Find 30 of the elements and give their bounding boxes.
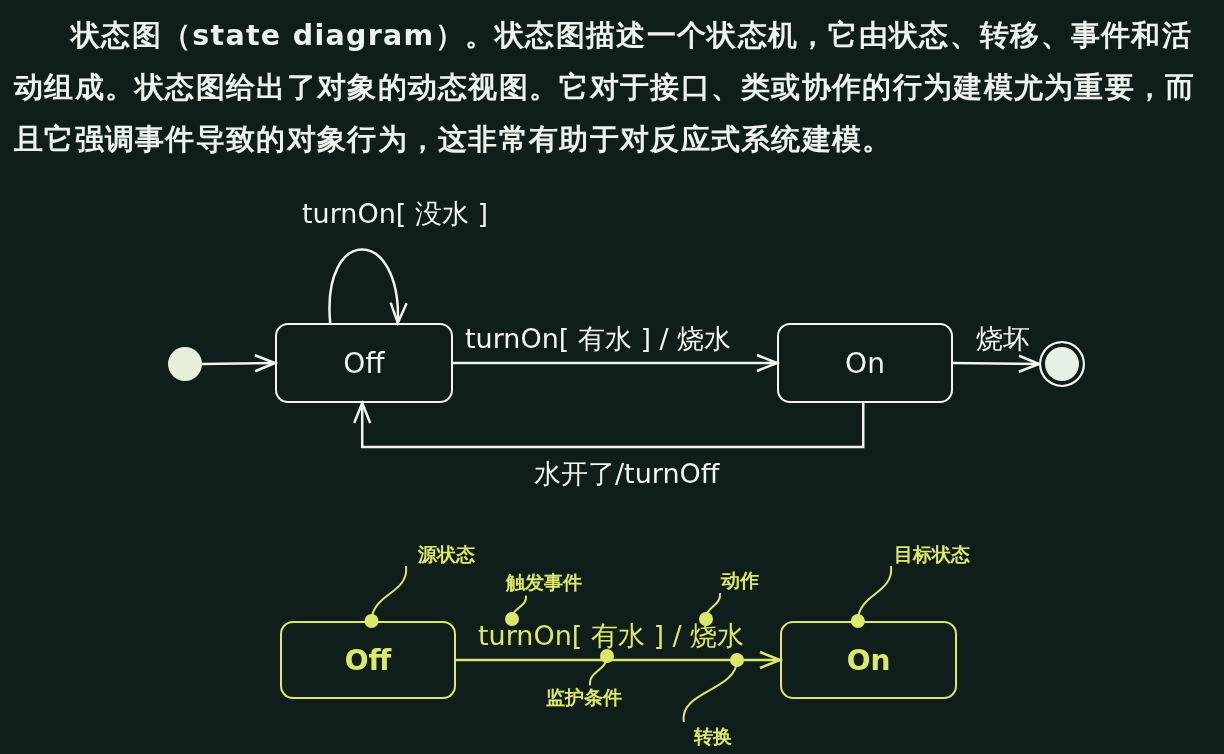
transition-arrow [202, 354, 277, 373]
transition-arrow [352, 401, 865, 449]
leader-line [364, 565, 408, 628]
leader-line [589, 649, 614, 687]
edge-label: turnOn[ 没水 ] [301, 198, 490, 230]
callout-label: 转换 [682, 722, 744, 752]
edge-label: 烧坏 [975, 323, 1031, 355]
transition-arrow [328, 248, 407, 325]
leader-line [682, 653, 744, 723]
transition-arrow [456, 650, 782, 670]
callout-label: 监护条件 [534, 684, 634, 712]
edge-label: turnOn[ 有水 ] / 烧水 [477, 620, 746, 652]
edge-label: turnOn[ 有水 ] / 烧水 [464, 323, 733, 355]
description-paragraph: 状态图（state diagram）。状态图描述一个状态机，它由状态、转移、事件和活动组成。状态图给出了对象的动态视图。它对于接口、类或协作的行为建模尤为重要，而且它强调事件导致的对象行为，这非常有助于对反应式系统建模。 [14, 18, 1197, 158]
state-box: Off [280, 621, 456, 699]
state-box: On [777, 323, 953, 403]
leader-line [850, 565, 893, 628]
callout-label: 触发事件 [494, 569, 594, 597]
state-box: On [780, 621, 957, 699]
leader-line [699, 592, 722, 626]
edge-label: 水开了/turnOff [533, 458, 721, 490]
initial-state [168, 347, 202, 381]
state-box: Off [275, 323, 453, 403]
callout-label: 动作 [713, 567, 767, 595]
leader-line [505, 594, 527, 626]
transition-arrow [453, 353, 779, 373]
callout-label: 目标状态 [882, 541, 982, 569]
transition-arrow [953, 354, 1041, 373]
final-state [1039, 341, 1085, 387]
callout-label: 源状态 [406, 541, 486, 569]
